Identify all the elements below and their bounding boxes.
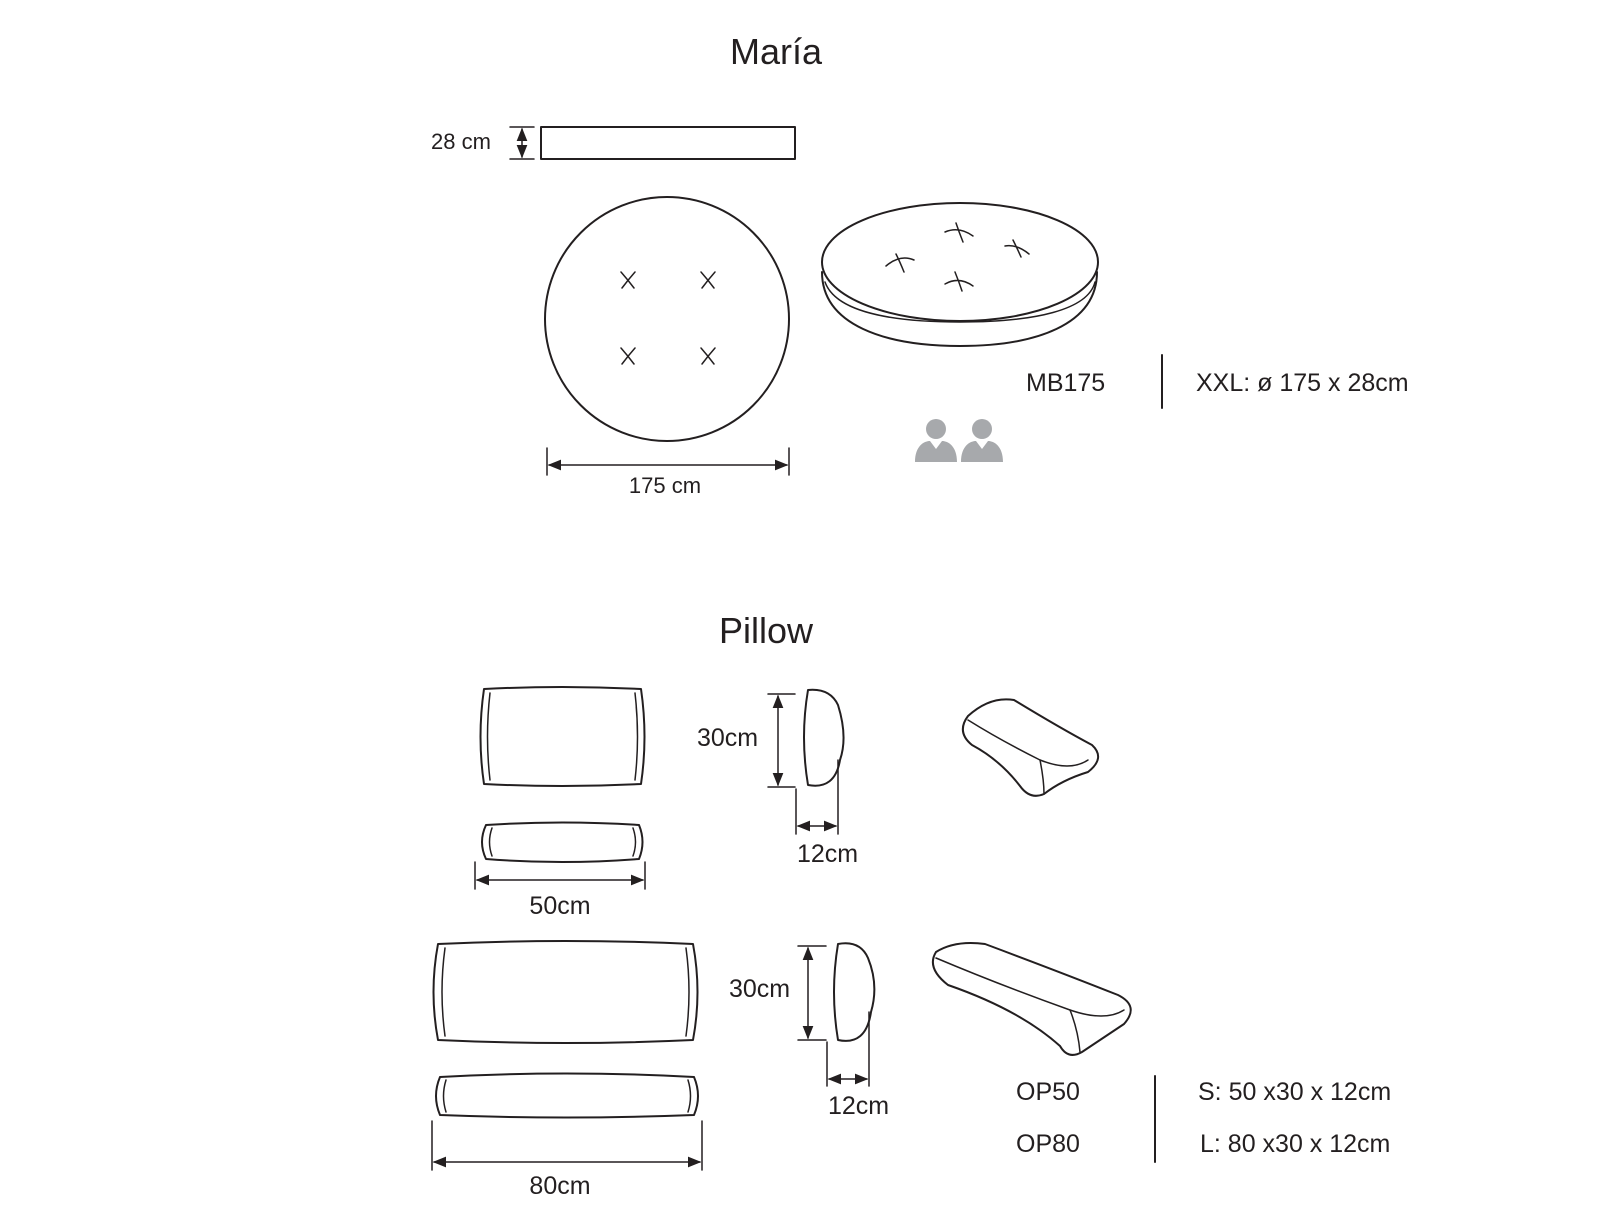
tuft-icon [944,271,974,292]
tuft-icon [944,222,974,243]
small-pillow-perspective-view [961,698,1099,797]
small-pillow-perspective-edge [1039,759,1045,795]
pillow-product-spec-large: L: 80 x30 x 12cm [1200,1130,1390,1158]
small-pillow-perspective-seam [967,719,1089,767]
maria-side-rect [540,126,796,160]
large-pillow-top-view: 80cm [431,1072,703,1200]
small-pillow-front-seam-left [486,692,491,781]
large-pillow-perspective-seam [935,957,1125,1017]
large-width-label: 80cm [529,1172,590,1200]
maria-perspective-view [821,202,1099,347]
small-pillow-top-view: 50cm [474,821,646,920]
pillow-title: Pillow [719,610,814,651]
person-icon [961,419,1003,462]
pillow-product-code-small: OP50 [1016,1078,1080,1106]
small-pillow-side-outline [803,688,845,787]
small-height-label: 30cm [697,724,758,752]
maria-title: María [730,31,823,72]
large-depth-label: 12cm [828,1092,889,1120]
pillow-section: Pillow 50cm 30cm 12cm [431,610,1391,1200]
small-width-label: 50cm [529,892,590,920]
large-pillow-top-seam-left [442,1079,447,1113]
small-pillow-front-view [479,686,646,787]
maria-perspective-top [821,202,1099,322]
small-pillow-top-outline [481,821,644,863]
small-depth-label: 12cm [797,840,858,868]
tuft-icon [1004,239,1030,258]
maria-top-view: 175 cm [544,196,790,498]
maria-product-code: MB175 [1026,369,1105,397]
small-pillow-front-seam-right [634,692,639,781]
large-pillow-front-view [432,940,699,1044]
small-pillow-side-view: 30cm 12cm [697,688,858,868]
small-pillow-perspective-outline [961,698,1099,797]
maria-perspective-seam [824,281,1096,323]
large-pillow-perspective-view [932,942,1132,1056]
pillow-spec-table: OP50 OP80 S: 50 x30 x 12cm L: 80 x30 x 1… [1016,1075,1391,1163]
large-pillow-front-seam-left [441,947,446,1037]
tuft-icon [700,347,716,365]
pillow-product-spec-small: S: 50 x30 x 12cm [1198,1078,1391,1106]
large-pillow-front-outline [432,940,699,1044]
maria-top-circle [544,196,790,442]
large-pillow-top-outline [435,1072,699,1119]
maria-diameter-label: 175 cm [629,473,701,498]
tuft-icon [700,271,716,289]
pillow-product-code-large: OP80 [1016,1130,1080,1158]
person-icon [915,419,957,462]
tuft-icon [885,253,915,273]
small-pillow-top-seam-left [488,827,493,857]
large-height-label: 30cm [729,975,790,1003]
maria-product-spec: XXL: ø 175 x 28cm [1196,369,1409,397]
tuft-icon [620,271,636,289]
large-pillow-perspective-outline [932,942,1132,1056]
large-pillow-side-view: 30cm 12cm [729,942,889,1120]
maria-section: María 28 cm 1 [431,31,1409,498]
maria-side-profile: 28 cm [431,126,796,160]
maria-perspective-base [821,271,1098,347]
two-persons-icon [915,419,1003,462]
large-pillow-top-seam-right [687,1079,692,1113]
large-pillow-side-outline [833,942,876,1042]
small-pillow-front-outline [479,686,646,787]
large-pillow-front-seam-right [685,947,690,1037]
tuft-icon [620,347,636,365]
small-pillow-top-seam-right [632,827,637,857]
large-pillow-perspective-edge [1069,1009,1081,1053]
maria-height-label: 28 cm [431,129,491,154]
